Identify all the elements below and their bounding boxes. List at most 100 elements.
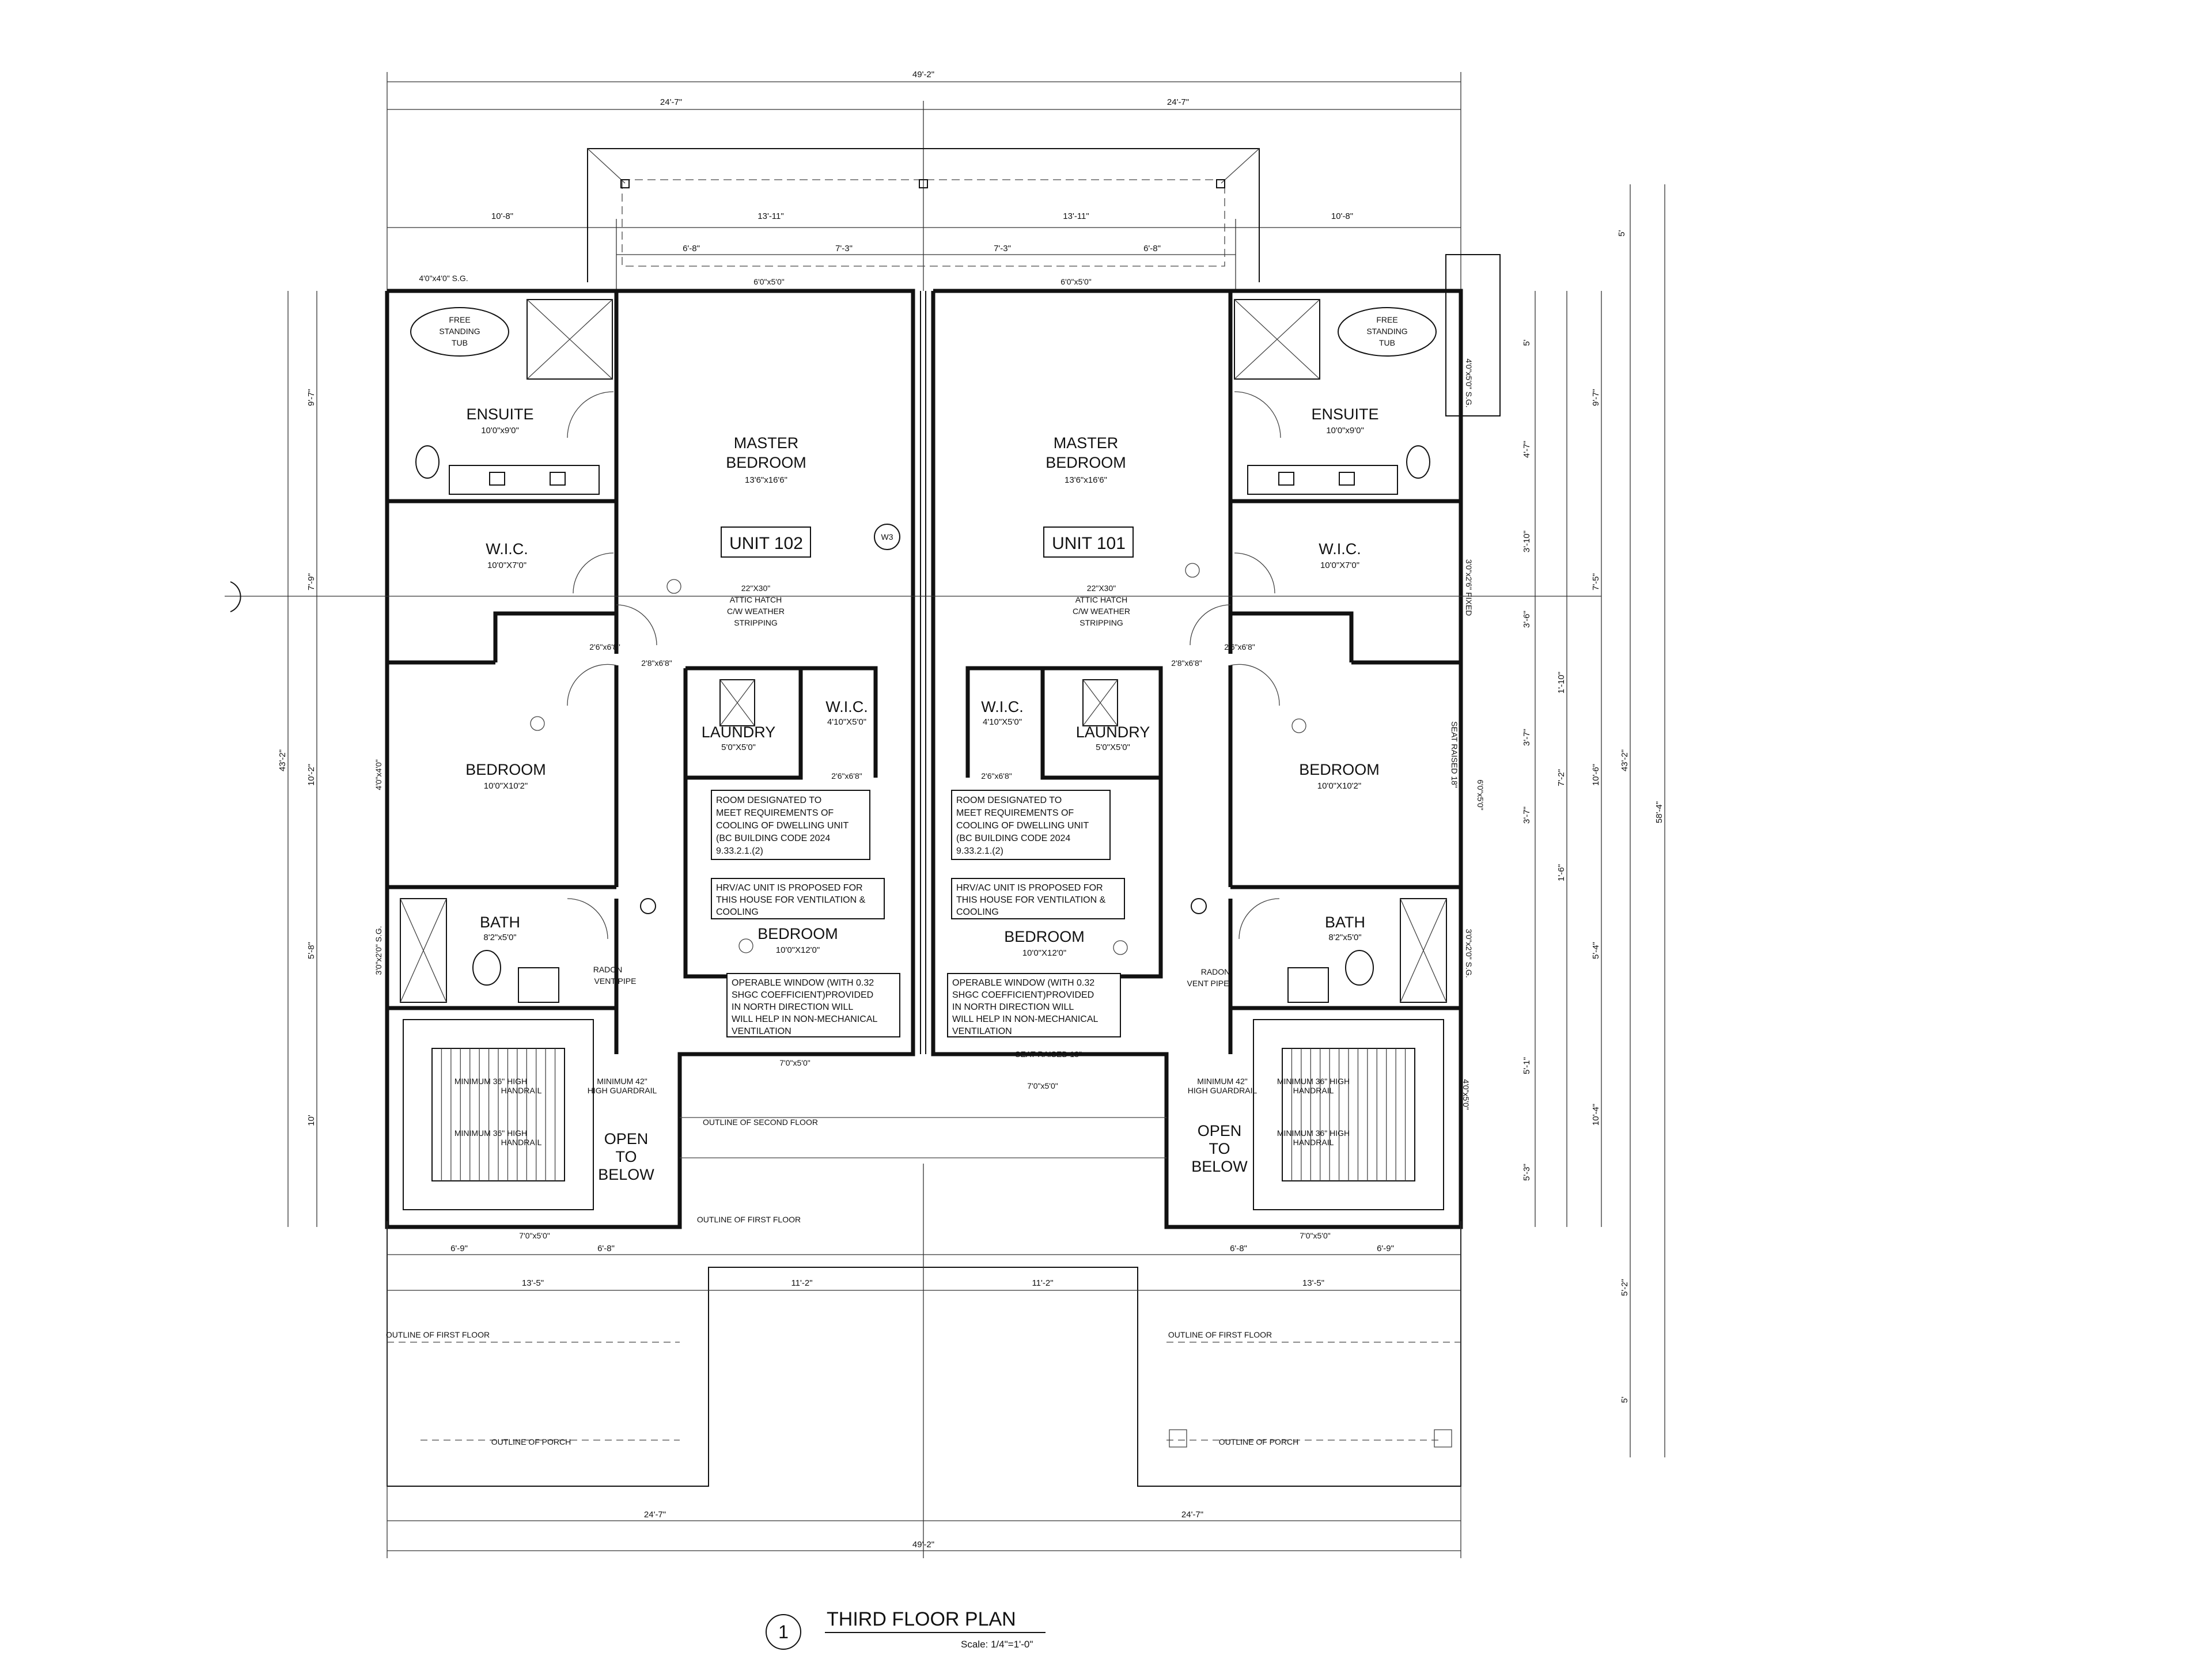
window-bedroom-left: 7'0"x5'0" xyxy=(779,1058,810,1067)
window-note-left-2: SHGC COEFFICIENT)PROVIDED xyxy=(732,990,873,1000)
open-below-right-1: OPEN xyxy=(1198,1122,1242,1139)
window-right-seat: 6'0"x5'0" xyxy=(1476,779,1485,810)
open-below-right-2: TO xyxy=(1209,1140,1230,1157)
toilet-icon-ensuite-left xyxy=(415,445,440,479)
dim-left-9-7: 9'-7" xyxy=(306,389,316,406)
hrv-note-left-3: COOLING xyxy=(716,907,759,917)
open-below-left-3: BELOW xyxy=(598,1166,654,1183)
guardrail-left-1: MINIMUM 42" xyxy=(597,1077,647,1086)
dim-right-3-7a: 3'-7" xyxy=(1522,729,1532,746)
dim-right-43-2: 43'-2" xyxy=(1620,749,1630,771)
master-bedroom-label-right-2: BEDROOM xyxy=(1046,454,1126,471)
outline-porch-left: OUTLINE OF PORCH xyxy=(491,1437,571,1446)
cooling-note-left-1: ROOM DESIGNATED TO xyxy=(716,796,821,805)
dim-right-7-2: 7'-2" xyxy=(1556,769,1566,786)
window-note-right-3: IN NORTH DIRECTION WILL xyxy=(952,1002,1074,1012)
door-tags: 2'6"x6'8" 2'8"x6'8" 2'8"x6'8" 2'6"x6'8" … xyxy=(589,642,1255,781)
bath-size-right: 8'2"x5'0" xyxy=(1328,933,1361,942)
notes: 22"X30" ATTIC HATCH C/W WEATHER STRIPPIN… xyxy=(386,584,1350,1446)
plan-scale: Scale: 1/4"=1'-0" xyxy=(961,1639,1033,1650)
bedroom2-size-left: 10'0"X12'0" xyxy=(776,945,820,955)
wic-small-label-left: W.I.C. xyxy=(825,698,868,715)
open-below-left-2: TO xyxy=(615,1148,637,1165)
wic-label-right: W.I.C. xyxy=(1319,540,1361,558)
seat-raised-right: SEAT RAISED 18" xyxy=(1015,1050,1082,1059)
bedroom-size-left: 10'0"X10'2" xyxy=(484,781,528,791)
window-right-stair: 4'0"x5'0" xyxy=(1461,1079,1471,1109)
wic-small-size-right: 4'10"X5'0" xyxy=(983,717,1022,727)
dim-left-5-8: 5'-8" xyxy=(306,942,316,959)
dim-right-1-6: 1'-6" xyxy=(1556,864,1566,881)
attic-note-left-4: STRIPPING xyxy=(734,618,777,627)
wic-size-right: 10'0"X7'0" xyxy=(1320,560,1359,570)
door-tag-2: 2'8"x6'8" xyxy=(641,658,672,668)
dim-right-10-6: 10'-6" xyxy=(1591,764,1601,786)
hrv-note-right-2: THIS HOUSE FOR VENTILATION & xyxy=(956,895,1106,905)
door-tag-5: 2'6"x6'8" xyxy=(831,771,862,781)
master-bedroom-label-left-1: MASTER xyxy=(734,434,799,452)
ensuite-label-left: ENSUITE xyxy=(466,406,533,423)
outline-first-floor-left: OUTLINE OF FIRST FLOOR xyxy=(386,1330,490,1339)
title-block: 1 THIRD FLOOR PLAN Scale: 1/4"=1'-0" xyxy=(766,1608,1046,1650)
outline-porch-right: OUTLINE OF PORCH xyxy=(1219,1437,1298,1446)
side-dimensions: 9'-7" 7'-9" 10'-2" 5'-8" 10' 43'-2" 5' 5… xyxy=(225,184,1665,1457)
ensuite-label-right: ENSUITE xyxy=(1311,406,1378,423)
dim-right-5-3: 5'-3" xyxy=(1522,1164,1532,1181)
attic-note-right-2: ATTIC HATCH xyxy=(1075,595,1127,604)
laundry-size-left: 5'0"X5'0" xyxy=(721,743,756,752)
toilet-icon-bath-left xyxy=(472,950,501,986)
dim-right-7-5: 7'-5" xyxy=(1591,573,1601,590)
window-note-left-1: OPERABLE WINDOW (WITH 0.32 xyxy=(732,978,874,988)
bedroom-size-right: 10'0"X10'2" xyxy=(1317,781,1361,791)
dim-right-5-top: 5' xyxy=(1617,230,1627,236)
door-tag-1: 2'6"x6'8" xyxy=(589,642,620,652)
radon-right-1: RADON xyxy=(1201,967,1230,976)
handrail-right-2: MINIMUM 36" HIGH xyxy=(1277,1128,1350,1138)
wic-label-left: W.I.C. xyxy=(486,540,528,558)
door-tag-6: 2'6"x6'8" xyxy=(981,771,1012,781)
interior-walls-left xyxy=(387,291,899,1054)
window-right-fixed: 3'0"x2'6" FIXED xyxy=(1464,559,1474,616)
window-note-left-3: IN NORTH DIRECTION WILL xyxy=(732,1002,853,1012)
bedroom2-size-right: 10'0"X12'0" xyxy=(1022,948,1066,958)
bath-label-right: BATH xyxy=(1325,914,1365,931)
hrv-note-right-1: HRV/AC UNIT IS PROPOSED FOR xyxy=(956,883,1103,893)
wic-size-left: 10'0"X7'0" xyxy=(487,560,527,570)
laundry-label-left: LAUNDRY xyxy=(702,724,776,741)
bottom-dimensions: 6'-9" 6'-8" 6'-8" 6'-9" 13'-5" 11'-2" 11… xyxy=(387,1058,1461,1558)
wic-small-label-right: W.I.C. xyxy=(981,698,1024,715)
dim-right-5-1: 5'-1" xyxy=(1522,1057,1532,1074)
attic-note-left-3: C/W WEATHER xyxy=(727,607,785,616)
handrail-right-1: MINIMUM 36" HIGH xyxy=(1277,1077,1350,1086)
dim-right-10-4: 10'-4" xyxy=(1591,1104,1601,1126)
guardrail-right-1: MINIMUM 42" xyxy=(1197,1077,1247,1086)
stairs xyxy=(403,1019,1444,1210)
dim-right-3-10: 3'-10" xyxy=(1522,531,1532,552)
attic-note-left-2: ATTIC HATCH xyxy=(730,595,782,604)
master-size-left: 13'6"x16'6" xyxy=(745,475,787,485)
hrv-note-left-2: THIS HOUSE FOR VENTILATION & xyxy=(716,895,866,905)
bedroom-label-left: BEDROOM xyxy=(465,761,546,778)
dim-right-9-7: 9'-7" xyxy=(1591,389,1601,406)
wic-small-size-left: 4'10"X5'0" xyxy=(827,717,866,727)
roof-outline xyxy=(587,148,1501,416)
tub-label-left-3: TUB xyxy=(452,338,468,347)
attic-note-right-1: 22"X30" xyxy=(1087,584,1116,593)
dim-10-8-right: 10'-8" xyxy=(1331,211,1353,221)
attic-note-right-3: C/W WEATHER xyxy=(1073,607,1130,616)
dim-left-10-2: 10'-2" xyxy=(306,764,316,786)
window-right-bath: 3'0"x2'0" S.G. xyxy=(1464,929,1474,978)
window-bottom-right: 7'0"x5'0" xyxy=(1300,1231,1330,1240)
laundry-label-right: LAUNDRY xyxy=(1076,724,1150,741)
master-size-right: 13'6"x16'6" xyxy=(1065,475,1107,485)
tub-label-left-2: STANDING xyxy=(439,327,480,336)
laundry-size-right: 5'0"X5'0" xyxy=(1096,743,1130,752)
dim-13-11-left: 13'-11" xyxy=(757,211,783,221)
dim-right-58-4: 58'-4" xyxy=(1654,801,1664,823)
dim-bottom-overall: 49'-2" xyxy=(912,1540,934,1550)
window-bottom-left: 7'0"x5'0" xyxy=(519,1231,550,1240)
dim-left-7-9: 7'-9" xyxy=(306,573,316,590)
window-bedroom-right: 7'0"x5'0" xyxy=(1027,1081,1058,1090)
handrail-left-2b: HANDRAIL xyxy=(501,1138,542,1147)
